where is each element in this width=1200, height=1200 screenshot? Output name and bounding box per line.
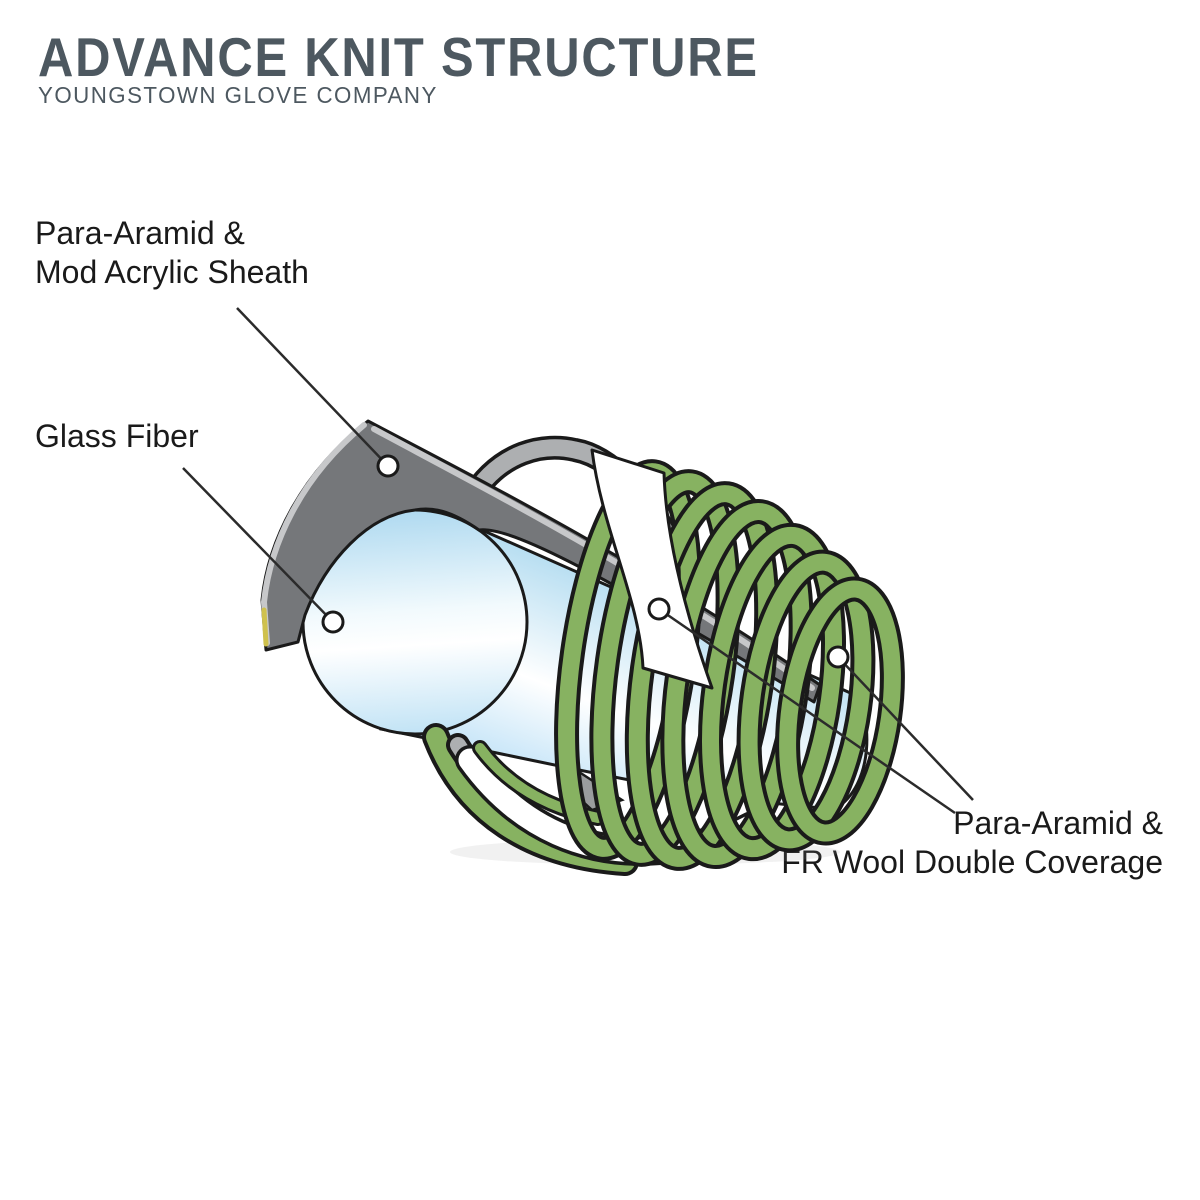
label-glass-fiber: Glass Fiber	[35, 418, 199, 454]
page-subtitle: YOUNGSTOWN GLOVE COMPANY	[38, 82, 438, 108]
callout-dot-glass-fiber	[321, 610, 345, 634]
coil-ring-6	[736, 549, 876, 853]
callout-dot-ribbon	[647, 597, 671, 621]
callout-dot-coil	[826, 645, 850, 669]
white-wrap-ribbon	[590, 448, 714, 690]
leader-line-glass-fiber	[182, 467, 334, 623]
coil-ring-5	[697, 522, 847, 862]
sheath-left-edge-highlight	[260, 422, 367, 646]
leader-line-ribbon-coverage	[658, 607, 956, 815]
sheath-top-edge-highlight	[371, 426, 815, 691]
callout-dot-sheath	[376, 454, 400, 478]
leader-line-coil-coverage	[837, 656, 974, 801]
label-double-coverage: Para-Aramid & FR Wool Double Coverage	[781, 805, 1163, 880]
coil-ring-7	[775, 576, 905, 846]
label-sheath: Para-Aramid & Mod Acrylic Sheath	[35, 215, 309, 290]
sheath-edge-yellow-sliver	[261, 607, 269, 647]
page-title: ADVANCE KNIT STRUCTURE	[38, 26, 759, 88]
leader-line-sheath	[236, 307, 389, 467]
